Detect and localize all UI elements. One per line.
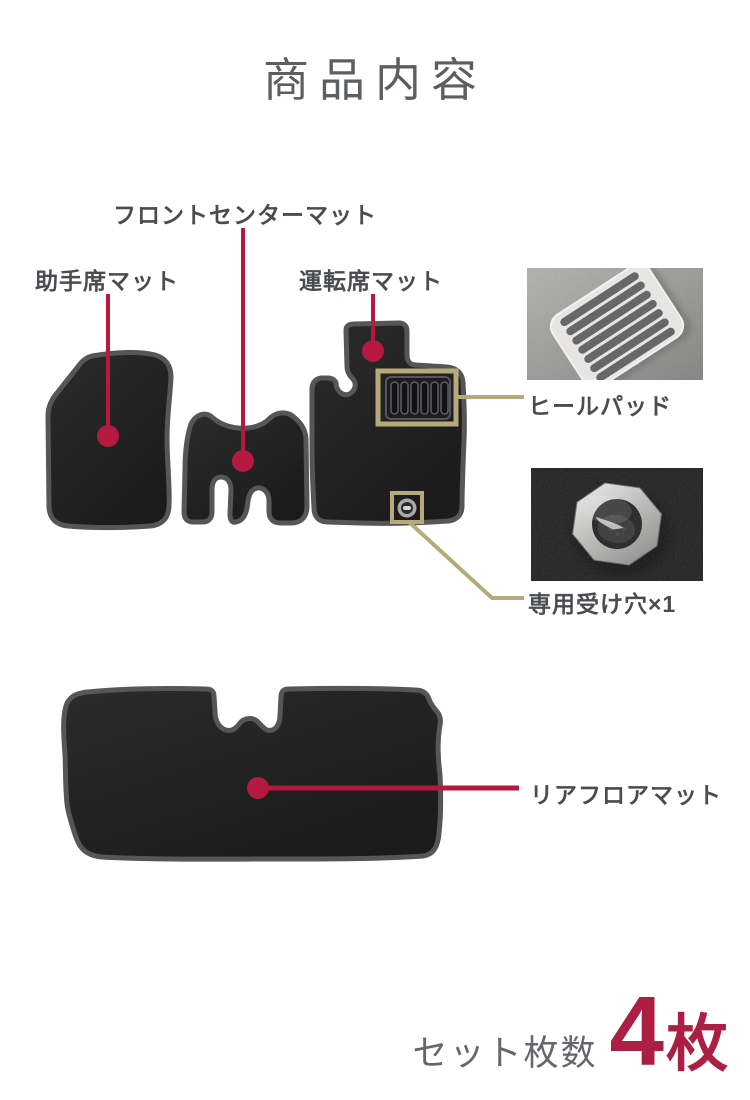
heel-pad-on-mat xyxy=(385,376,451,420)
set-count-value: 4 xyxy=(609,976,664,1086)
set-count-label: セット枚数 xyxy=(412,1034,598,1073)
label-driver-mat: 運転席マット xyxy=(299,268,443,294)
heel-pad-photo xyxy=(527,268,703,380)
rear-mat-shape xyxy=(61,685,444,862)
label-heel-pad: ヒールパッド xyxy=(528,393,672,419)
receiving-hole-photo xyxy=(531,468,703,581)
label-front-center-mat: フロントセンターマット xyxy=(113,202,377,228)
pointer-lines xyxy=(97,228,519,799)
set-count-unit: 枚 xyxy=(665,1010,728,1079)
grommet-on-mat xyxy=(397,498,417,518)
heel-pad-callout xyxy=(375,368,524,427)
label-receiving-hole: 専用受け穴×1 xyxy=(528,591,677,617)
label-rear-floor-mat: リアフロアマット xyxy=(530,782,722,808)
page-title: 商品内容 xyxy=(263,54,487,106)
set-count: セット枚数 4 枚 xyxy=(412,982,728,1080)
label-passenger-mat: 助手席マット xyxy=(35,268,179,294)
receiving-hole-callout xyxy=(390,491,524,600)
